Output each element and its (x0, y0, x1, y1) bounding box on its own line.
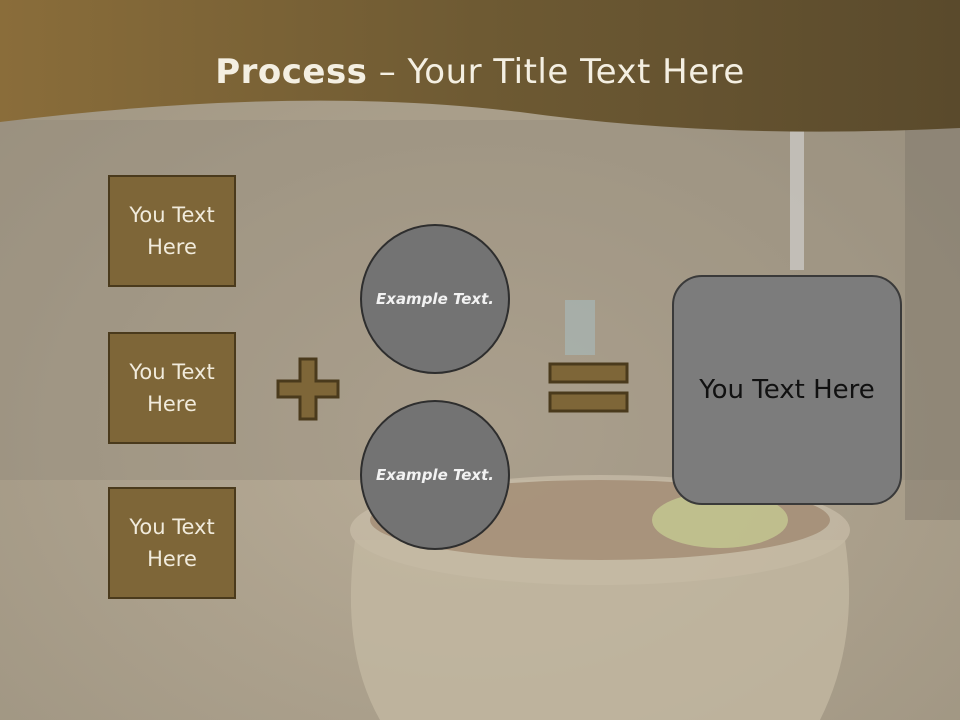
example-circle-2: Example Text. (360, 400, 510, 550)
slide-title: Process – Your Title Text Here (0, 52, 960, 92)
text-box-1: You Text Here (108, 175, 236, 287)
example-circle-1: Example Text. (360, 224, 510, 374)
text-box-2: You Text Here (108, 332, 236, 444)
equals-icon (548, 362, 629, 413)
text-box-3: You Text Here (108, 487, 236, 599)
plus-icon (276, 357, 340, 421)
title-bold: Process (215, 52, 368, 92)
title-rest: – Your Title Text Here (367, 52, 745, 92)
result-box: You Text Here (672, 275, 902, 505)
